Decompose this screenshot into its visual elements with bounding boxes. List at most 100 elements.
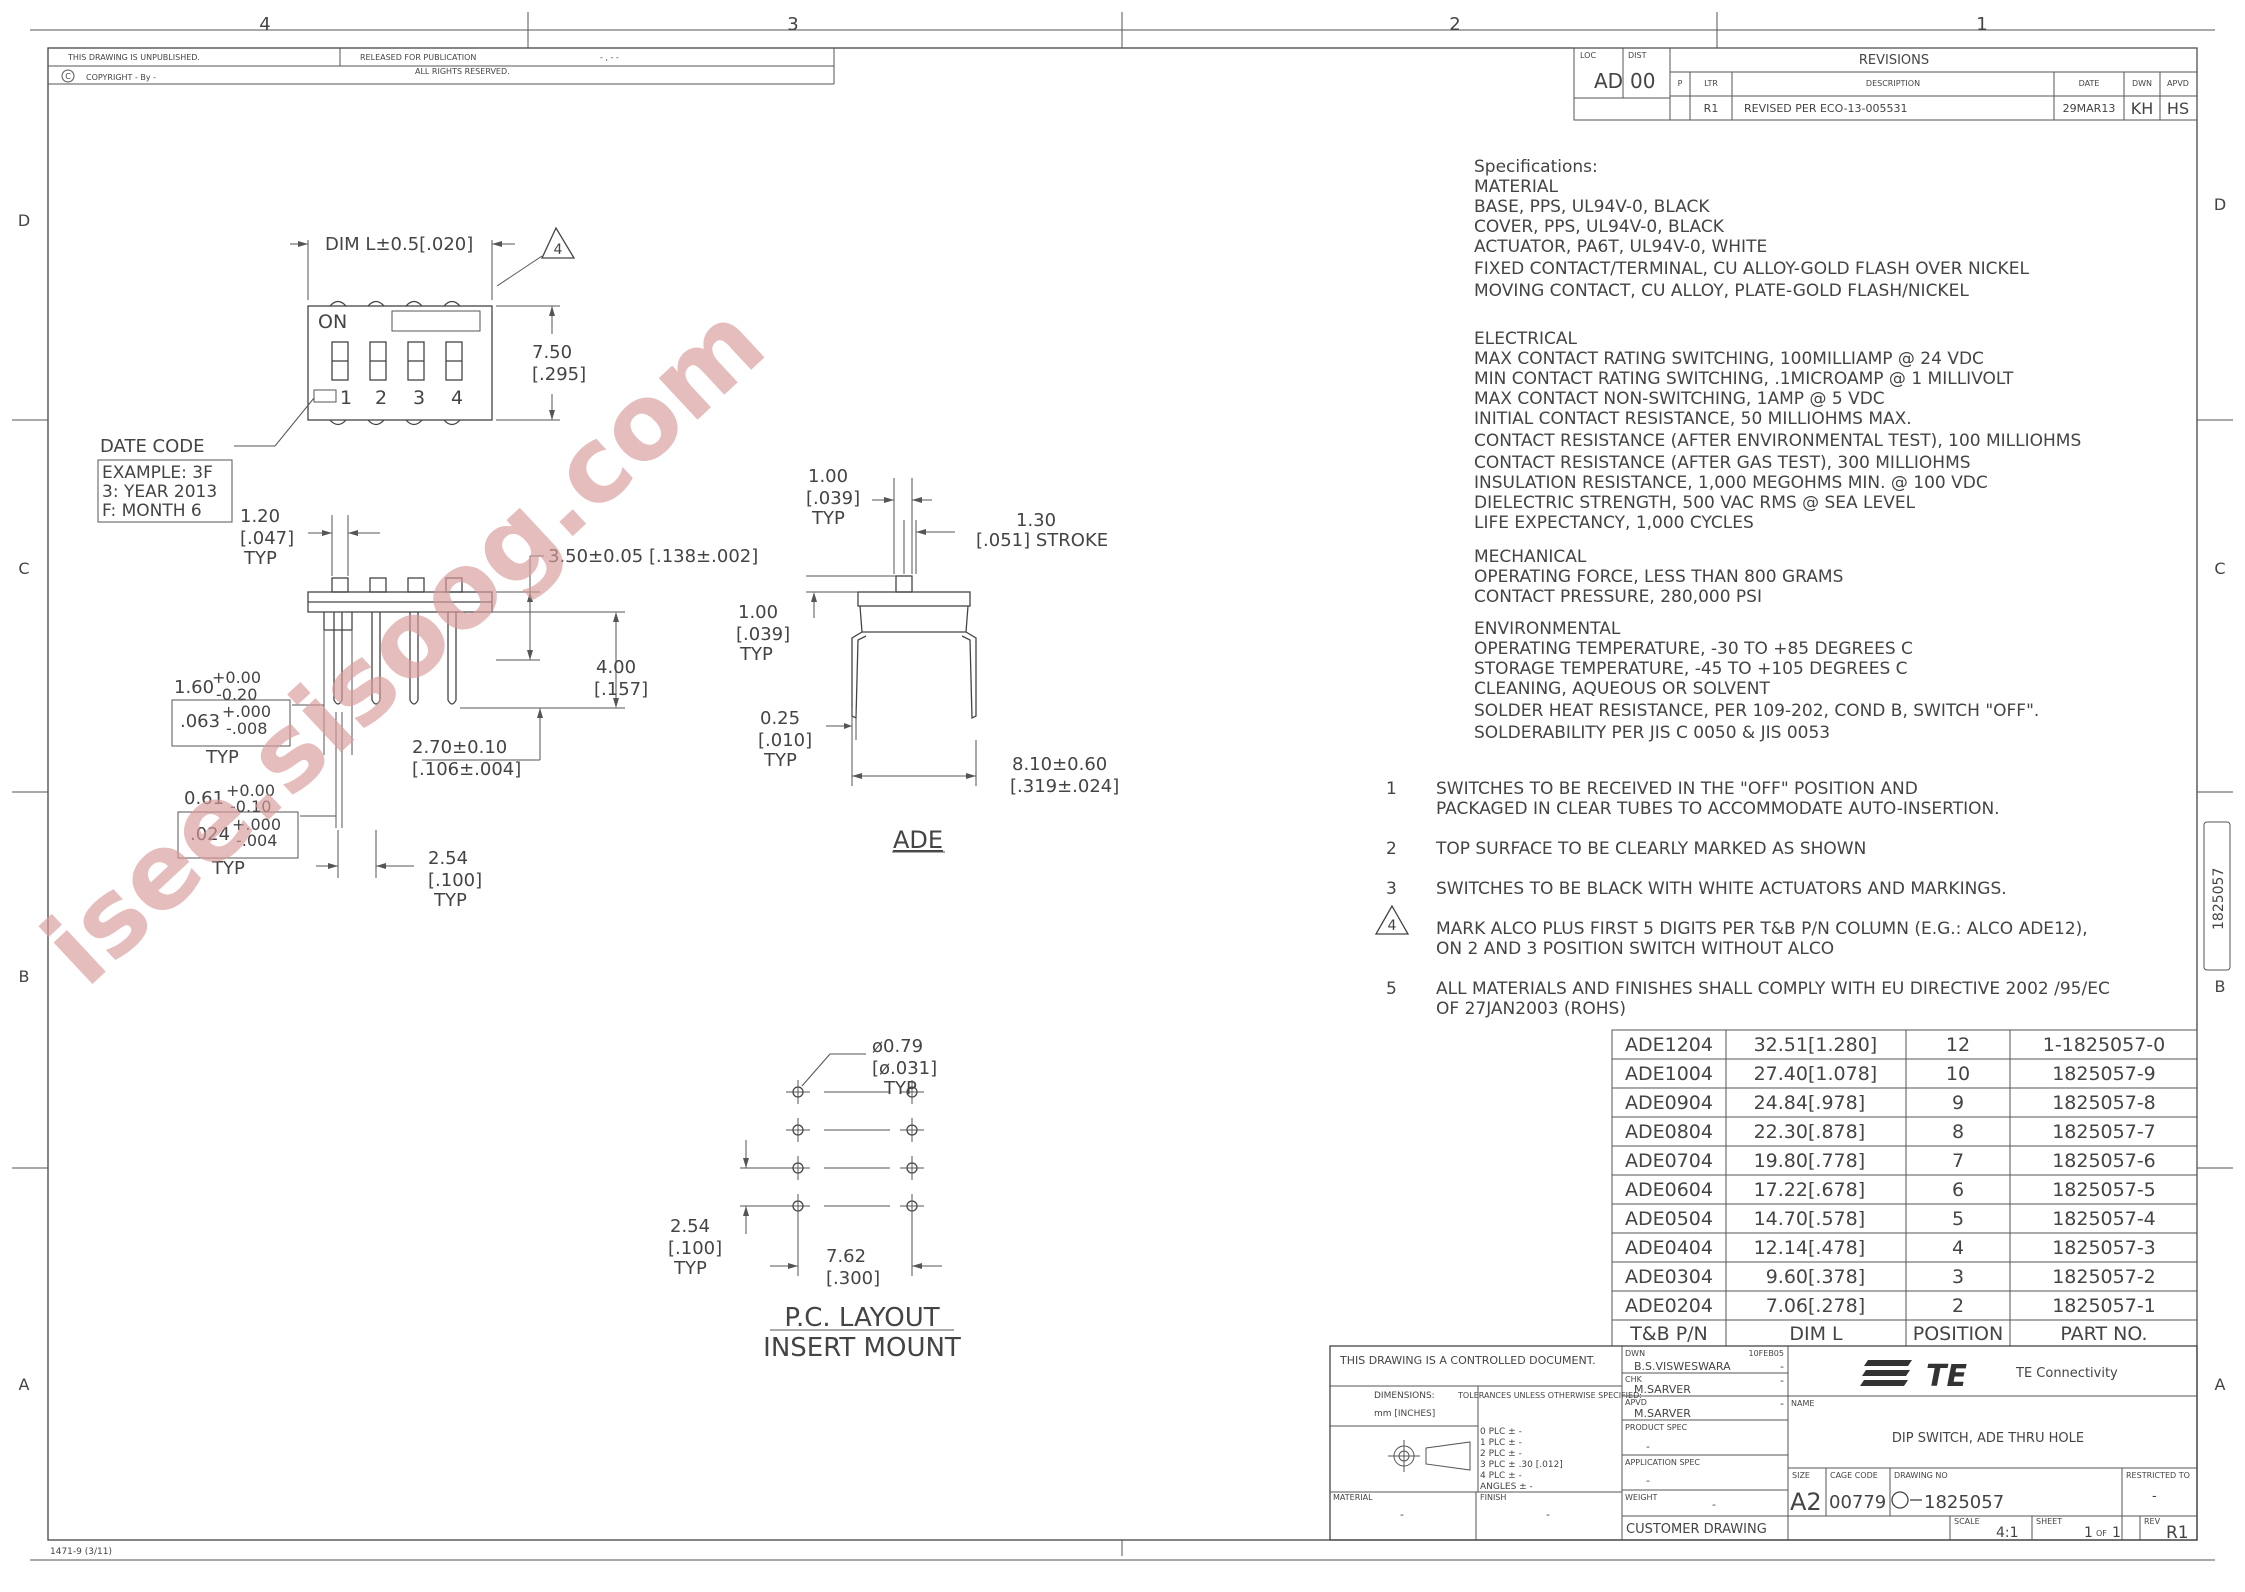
pc-layout-subtitle: INSERT MOUNT: [763, 1333, 961, 1363]
cell-dim-mm: 17.22: [1754, 1179, 1808, 1201]
cage-label: CAGE CODE: [1830, 1471, 1878, 1480]
pin-thick-typ: TYP: [763, 750, 797, 771]
rev-label: REV: [2144, 1517, 2161, 1526]
cell-dim-mm: 9.60: [1766, 1266, 1808, 1288]
spec-material-5: MOVING CONTACT, CU ALLOY, PLATE-GOLD FLA…: [1474, 281, 1969, 301]
size-value: A2: [1790, 1488, 1822, 1516]
cell-part-no: 1825057-5: [2052, 1179, 2156, 1201]
spec-environmental-0: ENVIRONMENTAL: [1474, 619, 1621, 639]
cell-dim-mm: 19.80: [1754, 1150, 1808, 1172]
customer-drawing: CUSTOMER DRAWING: [1626, 1522, 1767, 1537]
title-block: THIS DRAWING IS A CONTROLLED DOCUMENT. D…: [1329, 1345, 2198, 1543]
tol1-plus: +0.00: [212, 668, 261, 687]
cell-dim-in: [.378]: [1808, 1266, 1865, 1288]
zone-frame: 4 3 2 1 D C B A D C B A: [12, 12, 2233, 1561]
pin-width-in: [.047]: [240, 528, 294, 549]
note-flag-4: 4: [554, 242, 563, 258]
width-in: [.319±.024]: [1010, 776, 1119, 797]
note-3-num: 3: [1386, 879, 1397, 899]
position-2: 2: [375, 387, 387, 409]
tolerance-3: 3 PLC ± .30 [.012]: [1480, 1460, 1563, 1470]
spec-environmental-3: CLEANING, AQUEOUS OR SOLVENT: [1474, 679, 1771, 699]
tolerance-5: ANGLES ± -: [1480, 1482, 1533, 1492]
table-header-partno: PART NO.: [2060, 1323, 2147, 1345]
zone-left-b: B: [19, 967, 30, 986]
side-pitch-in: [.100]: [428, 870, 482, 891]
cell-tb-pn: ADE0304: [1625, 1266, 1713, 1288]
released-dash: - , - -: [600, 53, 619, 62]
dim-l-label: DIM L±0.5[.020]: [325, 234, 473, 255]
application-spec-label: APPLICATION SPEC: [1625, 1458, 1700, 1467]
hole-dia-typ: TYP: [883, 1078, 917, 1099]
tol1-in-plus: +.000: [222, 702, 271, 721]
revisions-title: REVISIONS: [1859, 53, 1929, 68]
tolerance-4: 4 PLC ± -: [1480, 1471, 1522, 1481]
cell-part-no: 1825057-1: [2052, 1295, 2156, 1317]
side-view: 1.20 [.047] TYP 3.50±0.05 [.138±.002] 4.…: [171, 506, 758, 911]
dist-label: DIST: [1628, 51, 1647, 60]
company-name: TE Connectivity: [2015, 1366, 2118, 1381]
pc-holes: [786, 1080, 924, 1218]
apvd-name: M.SARVER: [1634, 1407, 1691, 1420]
spec-mechanical-0: MECHANICAL: [1474, 547, 1587, 567]
standoff-in: [.157]: [594, 679, 648, 700]
pin-thick-in: [.010]: [758, 730, 812, 751]
act-width-mm: 1.00: [808, 466, 848, 487]
cell-tb-pn: ADE0504: [1625, 1208, 1713, 1230]
cell-part-no: 1825057-7: [2052, 1121, 2156, 1143]
spec-electrical-7: INSULATION RESISTANCE, 1,000 MEGOHMS MIN…: [1474, 473, 1988, 493]
pc-pitch-typ: TYP: [673, 1258, 707, 1279]
stroke-mm: 1.30: [1016, 510, 1056, 531]
cell-position: 12: [1946, 1034, 1970, 1056]
sheet-value: 1: [2084, 1525, 2093, 1541]
cell-tb-pn: ADE1204: [1625, 1034, 1713, 1056]
note-1-line-2: PACKAGED IN CLEAR TUBES TO ACCOMMODATE A…: [1436, 799, 2000, 819]
zone-left-d: D: [18, 211, 30, 230]
spec-electrical-4: INITIAL CONTACT RESISTANCE, 50 MILLIOHMS…: [1474, 409, 1912, 429]
sheet-label: SHEET: [2036, 1517, 2062, 1526]
spec-material-4: FIXED CONTACT/TERMINAL, CU ALLOY-GOLD FL…: [1474, 259, 2029, 279]
spec-material-0: MATERIAL: [1474, 177, 1559, 197]
note-5-num: 5: [1386, 979, 1397, 999]
dist-value: 00: [1630, 69, 1655, 93]
tolerance-1: 1 PLC ± -: [1480, 1438, 1522, 1448]
cell-dim-mm: 22.30: [1754, 1121, 1808, 1143]
zone-right-d: D: [2214, 195, 2226, 214]
cell-position: 3: [1952, 1266, 1964, 1288]
height-mm: 7.50: [532, 342, 572, 363]
pin-width-typ: TYP: [243, 548, 277, 569]
zone-left-c: C: [18, 559, 29, 578]
overall-height: 3.50±0.05 [.138±.002]: [548, 546, 758, 567]
cell-dim-in: [.678]: [1808, 1179, 1865, 1201]
note-2-num: 2: [1386, 839, 1397, 859]
cell-dim-in: [.878]: [1808, 1121, 1865, 1143]
copyright-symbol: C: [65, 72, 71, 81]
revision-block: LOC AD DIST 00 REVISIONS P LTR DESCRIPTI…: [1573, 47, 2198, 121]
act-width-in: [.039]: [806, 488, 860, 509]
cell-dim-mm: 27.40: [1754, 1063, 1808, 1085]
side-tab: 1825057: [2203, 821, 2231, 971]
act-height-in: [.039]: [736, 624, 790, 645]
cell-dim-in: [.778]: [1808, 1150, 1865, 1172]
top-actuators: [331, 341, 463, 381]
pc-layout: ø0.79 [ø.031] TYP 2.54 [.100] TYP 7.62 […: [668, 1036, 961, 1363]
apvd-label: APVD: [1625, 1398, 1647, 1407]
cell-dim-in: [.978]: [1808, 1092, 1865, 1114]
rev-row-description: REVISED PER ECO-13-005531: [1744, 102, 1908, 115]
product-spec-label: PRODUCT SPEC: [1625, 1423, 1688, 1432]
hole-dia-in: [ø.031]: [872, 1058, 937, 1079]
spec-electrical-8: DIELECTRIC STRENGTH, 500 VAC RMS @ SEA L…: [1474, 493, 1916, 513]
cell-dim-mm: 7.06: [1766, 1295, 1808, 1317]
tol1-minus: -0.20: [216, 685, 257, 704]
end-view: 1.00 [.039] TYP 1.30 [.051] STROKE 1.00 …: [736, 466, 1119, 854]
copyright-text: COPYRIGHT - By -: [86, 73, 156, 82]
cell-dim-in: [1.280]: [1808, 1034, 1877, 1056]
weight-value: -: [1712, 1498, 1716, 1511]
note-1-line-1: SWITCHES TO BE RECEIVED IN THE "OFF" POS…: [1436, 779, 1918, 799]
tol1-typ: TYP: [205, 747, 239, 768]
zone-right-a: A: [2215, 1375, 2226, 1394]
spec-environmental-5: SOLDERABILITY PER JIS C 0050 & JIS 0053: [1474, 723, 1830, 743]
zone-left-a: A: [19, 1375, 30, 1394]
cell-dim-in: [.278]: [1808, 1295, 1865, 1317]
dimensions-value: mm [INCHES]: [1374, 1409, 1435, 1419]
